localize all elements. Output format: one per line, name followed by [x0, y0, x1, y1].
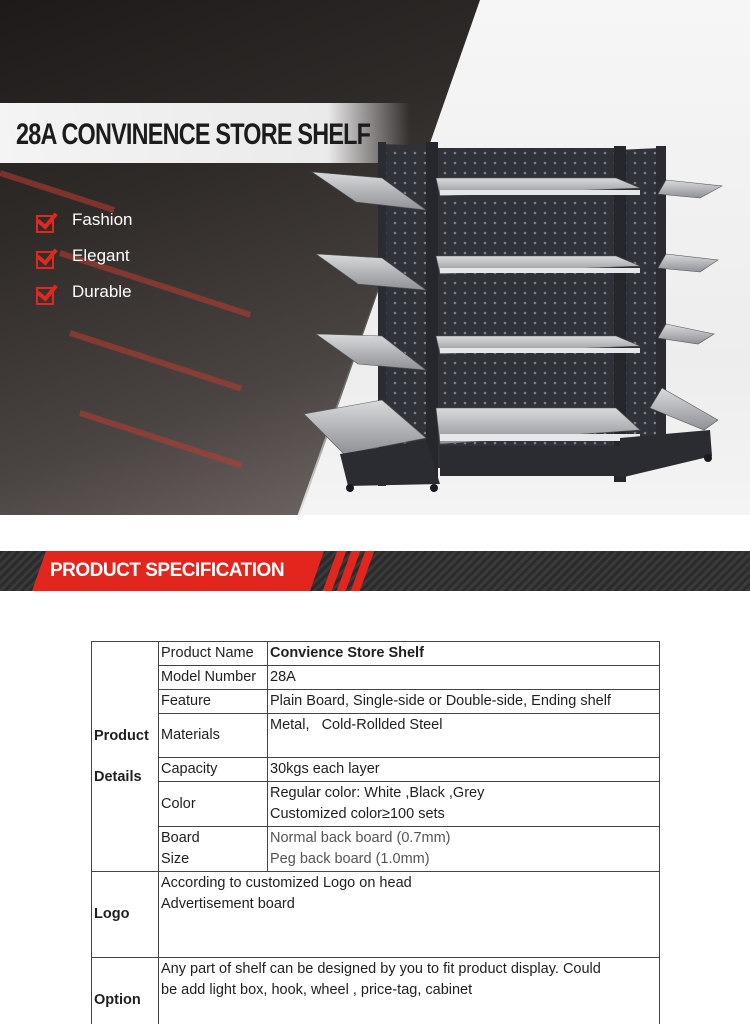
checkmark-icon — [34, 245, 56, 269]
feature-item: Durable — [34, 274, 132, 310]
group-product-details: Product Details — [91, 641, 159, 872]
feature-item: Elegant — [34, 238, 132, 274]
store-shelf-image — [303, 142, 723, 492]
feature-item: Fashion — [34, 202, 132, 238]
row-value: 30kgs each layer — [267, 757, 660, 782]
group-logo: Logo — [91, 871, 159, 958]
group-option: Option — [91, 957, 159, 1024]
row-label: Board Size — [158, 826, 268, 872]
feature-label: Durable — [72, 282, 132, 301]
row-value: Plain Board, Single-side or Double-side,… — [267, 689, 660, 714]
hero-title: 28A CONVINENCE STORE SHELF — [16, 118, 371, 151]
logo-description: According to customized Logo on head Adv… — [158, 871, 660, 958]
row-value: Regular color: White ,Black ,Grey Custom… — [267, 781, 660, 827]
option-description: Any part of shelf can be designed by you… — [158, 957, 660, 1024]
hero-title-band — [0, 103, 410, 163]
feature-list: Fashion Elegant Durable — [34, 202, 132, 310]
row-value: Metal, Cold-Rollded Steel — [267, 713, 660, 758]
spec-table: Product Details Product Name Convience S… — [91, 641, 660, 1024]
row-value: 28A — [267, 665, 660, 690]
spec-banner-title: PRODUCT SPECIFICATION — [50, 560, 285, 581]
row-value: Normal back board (0.7mm) Peg back board… — [267, 826, 660, 872]
row-label: Product Name — [158, 641, 268, 666]
feature-label: Fashion — [72, 210, 133, 229]
checkmark-icon — [34, 209, 56, 233]
row-label: Materials — [158, 713, 268, 758]
spec-banner-label-bg — [32, 551, 324, 591]
row-value: Convience Store Shelf — [267, 641, 660, 666]
checkmark-icon — [34, 281, 56, 305]
hero-banner: 28A CONVINENCE STORE SHELF Fashion Elega… — [0, 0, 750, 515]
feature-label: Elegant — [72, 246, 130, 265]
row-label: Model Number — [158, 665, 268, 690]
row-label: Feature — [158, 689, 268, 714]
row-label: Capacity — [158, 757, 268, 782]
row-label: Color — [158, 781, 268, 827]
